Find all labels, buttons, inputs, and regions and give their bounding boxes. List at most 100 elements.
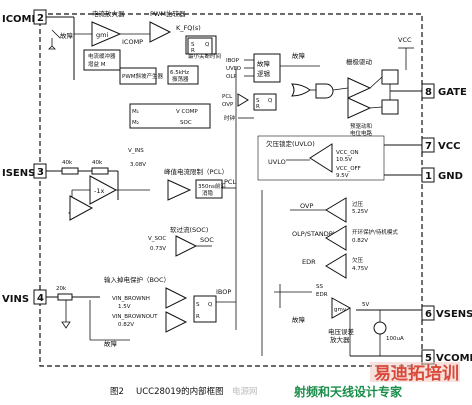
svg-text:-1x: -1x <box>94 187 104 195</box>
svg-text:开环保护/待机模式: 开环保护/待机模式 <box>352 228 398 236</box>
chip-outline <box>39 13 423 367</box>
svg-text:Q: Q <box>268 98 273 104</box>
fault-logic-box <box>253 53 281 83</box>
svg-text:V_INS: V_INS <box>128 148 144 154</box>
caption-fig: 图2 <box>110 387 124 397</box>
uvlo-comparator <box>309 143 333 173</box>
fault-label-top: 故障 <box>60 31 74 40</box>
current-buffer-label: 电流缓冲器 <box>88 52 116 60</box>
blanking-box <box>195 179 223 199</box>
svg-text:350ns前沿: 350ns前沿 <box>198 182 226 190</box>
min-off-label: 最小关断时间 <box>188 52 221 60</box>
svg-text:Q: Q <box>205 42 210 48</box>
pin-vsense-num: 6 <box>425 309 432 320</box>
svg-text:gmv: gmv <box>334 307 347 313</box>
svg-text:逻辑: 逻辑 <box>257 69 271 78</box>
svg-text:OVP: OVP <box>222 102 234 108</box>
pin-vcomp-num: 5 <box>425 353 432 364</box>
pin-icomp-num: 2 <box>37 13 44 24</box>
pin-gate: 8 GATE <box>421 83 467 99</box>
svg-text:电位电路: 电位电路 <box>350 129 373 137</box>
pin-gnd-name: GND <box>438 171 463 182</box>
svg-text:S: S <box>196 302 200 308</box>
olp-out: OLP/STANDBY <box>292 230 337 238</box>
pin-icomp: ICOMP 2 <box>2 9 47 25</box>
brownout-label: 输入掉电保护（BOC） <box>104 275 170 284</box>
svg-text:R: R <box>256 104 260 110</box>
svg-text:放大器: 放大器 <box>330 335 350 344</box>
fault-bottom-label: 故障 <box>292 315 306 324</box>
gate-driver <box>347 77 372 99</box>
vcomp-soc-block <box>129 103 211 129</box>
pin-isense-num: 3 <box>37 167 44 178</box>
boc-comparator-2 <box>165 311 188 333</box>
uvlo-out: UVLO <box>268 158 286 166</box>
ovp-out: OVP <box>300 202 313 210</box>
pin-vcc-name: VCC <box>438 141 460 152</box>
svg-text:0.73V: 0.73V <box>150 246 166 252</box>
svg-text:M₁: M₁ <box>132 109 139 115</box>
svg-text:5.25V: 5.25V <box>352 209 368 215</box>
olp-comparator <box>325 225 347 251</box>
pcl-comparator <box>167 179 192 201</box>
osc-name: 振荡器 <box>172 75 189 83</box>
pin-vins: VINS 4 <box>2 289 47 305</box>
pin-vsense-name: VSENSE <box>436 309 472 320</box>
svg-text:SOC: SOC <box>180 120 192 126</box>
latch-2 <box>253 93 277 111</box>
svg-text:过压: 过压 <box>352 200 364 208</box>
pin-vsense: 6 VSENSE <box>421 305 472 321</box>
svg-text:M₂: M₂ <box>132 120 139 126</box>
pin-gate-name: GATE <box>438 87 467 98</box>
svg-text:VCC_OFF: VCC_OFF <box>336 166 361 172</box>
svg-text:预驱动和: 预驱动和 <box>350 122 372 130</box>
svg-text:5V: 5V <box>362 302 369 308</box>
pin-gnd: 1 GND <box>421 167 463 183</box>
pin-gate-num: 8 <box>425 87 432 98</box>
pin-isense-name: ISENSE <box>2 168 42 179</box>
soc-comparator <box>175 235 198 257</box>
svg-text:R: R <box>191 48 195 54</box>
svg-text:VCC_ON: VCC_ON <box>336 150 359 156</box>
svg-text:VIN_BROWNOUT: VIN_BROWNOUT <box>112 314 158 320</box>
gate-drive-label: 栅极驱动 <box>346 57 373 66</box>
svg-text:4.75V: 4.75V <box>352 266 368 272</box>
soft-over-label: 软过流(SOC) <box>170 225 208 234</box>
ibop-out: IBOP <box>216 288 231 296</box>
svg-text:故障: 故障 <box>257 59 271 68</box>
svg-text:100uA: 100uA <box>386 336 404 342</box>
edr-comparator <box>325 253 347 279</box>
svg-text:40k: 40k <box>62 160 73 166</box>
svg-text:R: R <box>196 314 200 320</box>
svg-text:10.5V: 10.5V <box>336 157 352 163</box>
current-amp-label: 电流放大器 <box>92 9 125 18</box>
ovp-comparator <box>325 197 347 223</box>
svg-text:UVLO: UVLO <box>226 66 242 72</box>
pin-vins-name: VINS <box>2 294 29 305</box>
watermark-sub: 射频和天线设计专家 <box>293 384 403 399</box>
uvlo-region <box>257 135 385 181</box>
edr-out: EDR <box>302 258 316 266</box>
clock-label: 时钟 <box>224 114 236 122</box>
svg-text:Q: Q <box>208 302 213 308</box>
kfq-label: K_FQ(s) <box>176 24 201 32</box>
pcl-out: PCL <box>224 178 236 186</box>
pin-icomp-name: ICOMP <box>2 14 39 25</box>
fault-mid-label: 故障 <box>292 51 306 60</box>
svg-text:1.5V: 1.5V <box>118 304 131 310</box>
svg-text:3.08V: 3.08V <box>130 162 146 168</box>
svg-text:PCL: PCL <box>222 94 233 100</box>
svg-text:SS: SS <box>316 284 323 290</box>
svg-text:V_SOC: V_SOC <box>148 236 166 242</box>
watermark-logo: 易迪拓培训 射频和天线设计专家 <box>293 362 460 399</box>
svg-text:VIN_BROWNH: VIN_BROWNH <box>112 296 150 302</box>
ramp-generator <box>119 67 157 85</box>
pwm-latch <box>187 37 213 55</box>
boc-latch <box>193 295 217 323</box>
pin-vins-num: 4 <box>37 293 44 304</box>
and-gate <box>315 83 334 99</box>
soc-out: SOC <box>200 236 214 244</box>
watermark-site: 电源网 <box>232 386 258 397</box>
